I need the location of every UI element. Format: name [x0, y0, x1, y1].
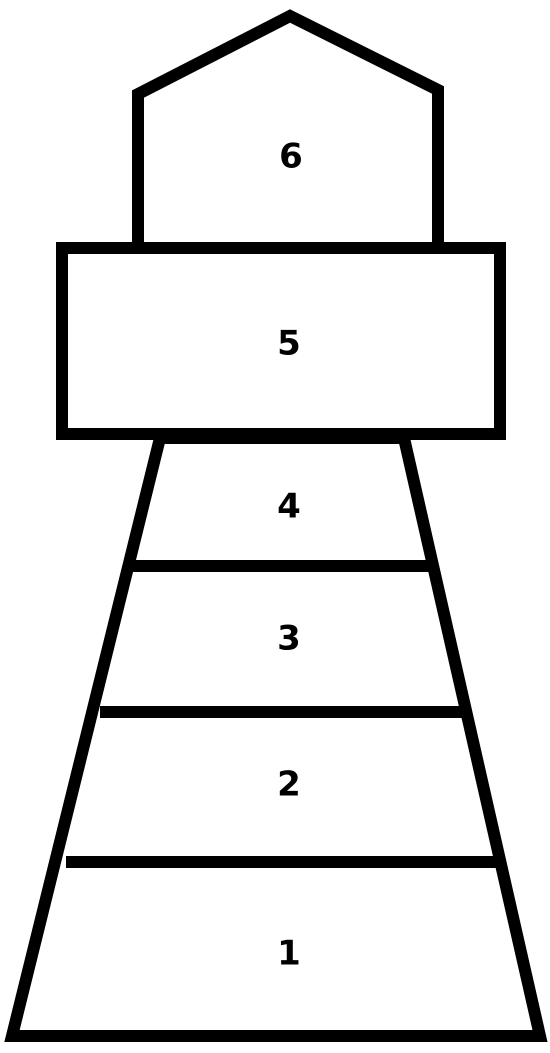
section-1-label: 1 [277, 934, 301, 974]
section-6-roof-house [138, 16, 438, 248]
section-5-label: 5 [277, 324, 301, 364]
section-3-label: 3 [277, 619, 301, 659]
section-2-label: 2 [277, 765, 301, 805]
section-6-label: 6 [279, 137, 303, 177]
tower-body [12, 438, 540, 1036]
section-4-label: 4 [277, 487, 301, 527]
